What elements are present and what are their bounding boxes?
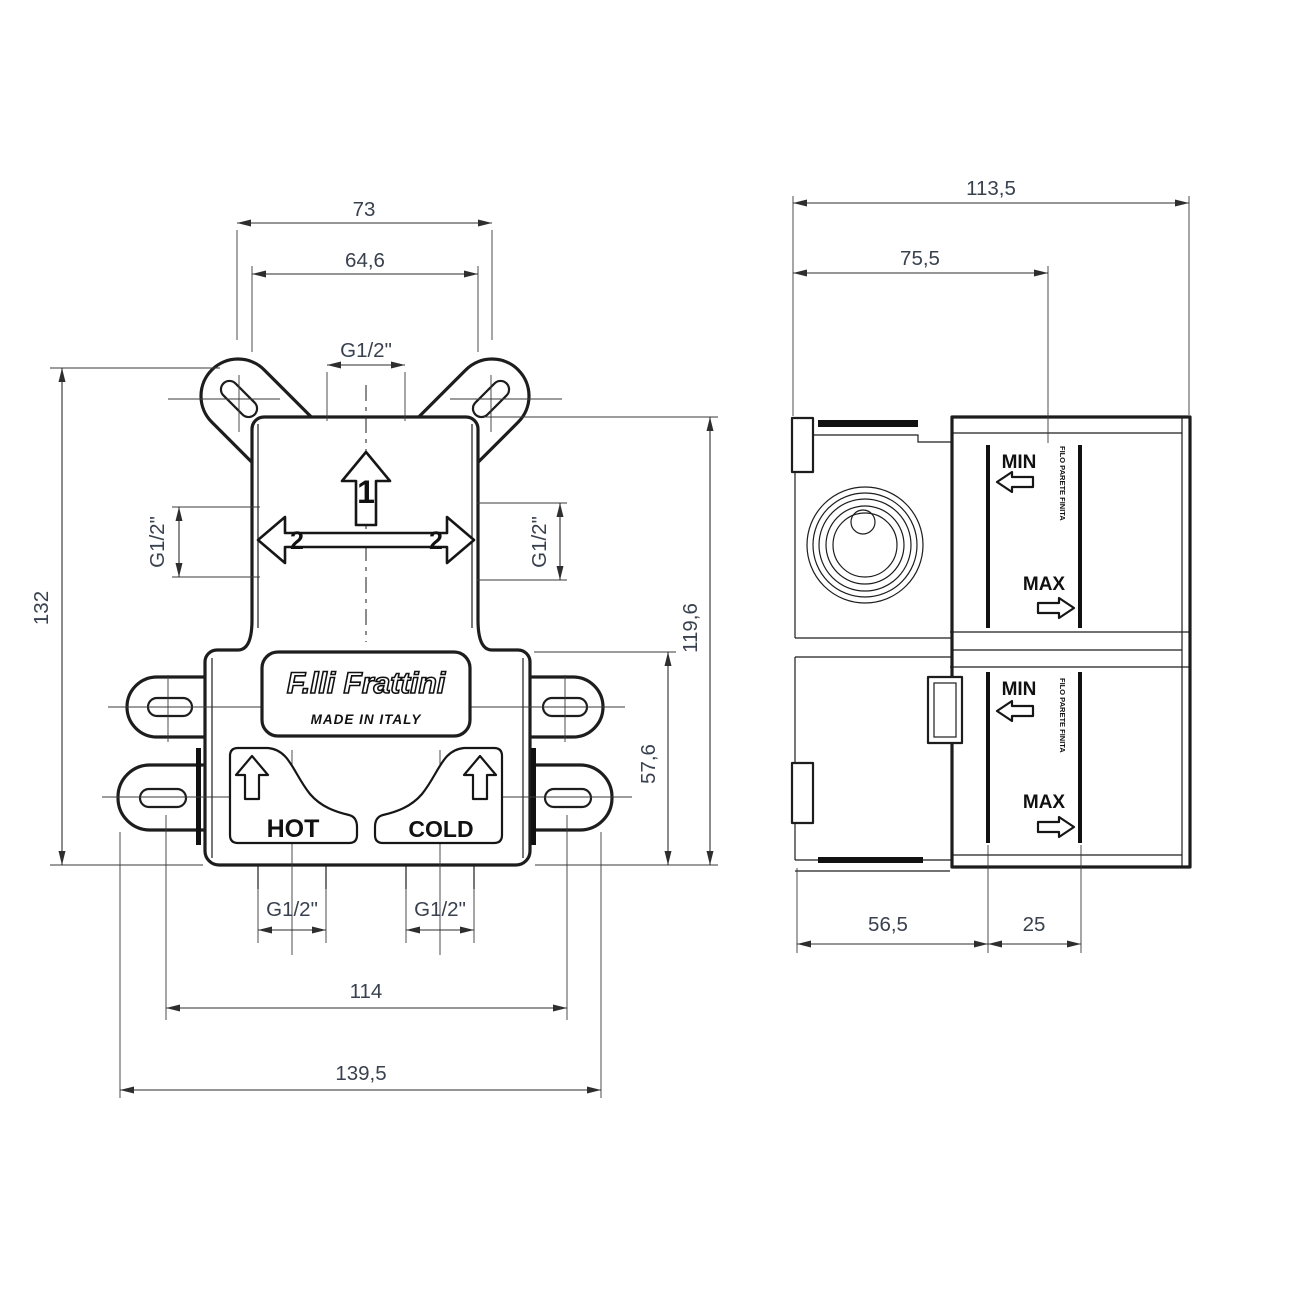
depth-markings-upper: MIN FILO PARETE FINITA MAX [986, 445, 1082, 628]
cold-flow-arrow [462, 754, 498, 801]
dim-139-5: 139,5 [335, 1062, 386, 1085]
depth-markings-lower: MIN FILO PARETE FINITA MAX [986, 672, 1082, 843]
dim-119-6: 119,6 [679, 603, 702, 653]
upper-min-label: MIN [1002, 452, 1037, 473]
logo-plate-outline [260, 650, 472, 738]
dim-g12-cold: G1/2" [414, 898, 466, 921]
hot-flow-arrow [234, 754, 270, 801]
dim-g12-right: G1/2" [528, 516, 551, 568]
upper-max-label: MAX [1023, 574, 1066, 595]
valve-body-side [790, 416, 964, 872]
lower-min-arrow [995, 699, 1035, 723]
upper-body-top-edge [813, 434, 952, 443]
lower-right-tab-slot [543, 787, 593, 809]
dim-g12-left: G1/2" [146, 516, 169, 568]
front-dimensions: 73 64,6 G1/2" G1/2" G1/2" 132 11 [30, 198, 718, 1098]
upper-front-flange [790, 416, 815, 474]
cold-label: COLD [408, 816, 473, 842]
dim-25: 25 [1023, 913, 1046, 936]
flow-arrows: 1 2 2 [256, 450, 476, 565]
upper-gasket-strip [818, 420, 918, 427]
lower-wall-line-note: FILO PARETE FINITA [1058, 678, 1067, 753]
dim-113-5: 113,5 [966, 177, 1016, 200]
bottom-port-stubs [257, 866, 475, 889]
right-edge-clip [531, 748, 536, 845]
side-view: MIN FILO PARETE FINITA MAX MIN FILO PARE… [790, 177, 1192, 953]
logo-plate: F.lli Frattini MADE IN ITALY [260, 650, 472, 738]
dim-56-5: 56,5 [868, 913, 908, 936]
side-dimensions: 113,5 75,5 56,5 25 [792, 177, 1190, 953]
side-outlets-arrow [256, 515, 476, 565]
dim-57-6: 57,6 [637, 744, 660, 784]
lower-min-label: MIN [1002, 679, 1037, 700]
hot-badge: HOT [228, 746, 359, 845]
lower-front-flange [790, 761, 815, 825]
lower-max-label: MAX [1023, 792, 1066, 813]
side-outlet-number-right: 2 [429, 527, 443, 555]
made-in-italy-text: MADE IN ITALY [311, 712, 423, 727]
stop-tab [926, 675, 964, 745]
dim-114: 114 [350, 980, 383, 1003]
upper-wall-line-note: FILO PARETE FINITA [1058, 446, 1067, 521]
body-inner-wall-lines [211, 424, 524, 858]
dim-73: 73 [353, 198, 376, 221]
upper-min-arrow [995, 470, 1035, 494]
brand-text: F.lli Frattini [287, 667, 446, 700]
lower-max-arrow [1036, 815, 1076, 839]
side-outlet-number-left: 2 [290, 527, 304, 555]
dim-g12-top: G1/2" [340, 339, 392, 362]
upper-max-arrow [1036, 596, 1076, 620]
dim-132: 132 [30, 591, 53, 625]
front-view: 1 2 2 F.lli Frattini MADE IN ITALY HOT C… [30, 198, 718, 1098]
outer-sleeve [950, 415, 1192, 869]
top-outlet-number: 1 [357, 474, 375, 510]
dim-75-5: 75,5 [900, 247, 940, 270]
lower-gasket-strip [818, 857, 923, 863]
top-outlet-arrow [340, 450, 392, 527]
lower-left-tab-slot [138, 787, 188, 809]
stop-tab-inner [933, 682, 957, 738]
cold-badge: COLD [373, 746, 504, 845]
dim-64-6: 64,6 [345, 249, 385, 272]
hot-label: HOT [267, 815, 320, 843]
side-port-circles [806, 486, 924, 604]
dim-g12-hot: G1/2" [266, 898, 318, 921]
left-edge-clip [196, 748, 201, 845]
set-screw-circle [850, 509, 876, 535]
